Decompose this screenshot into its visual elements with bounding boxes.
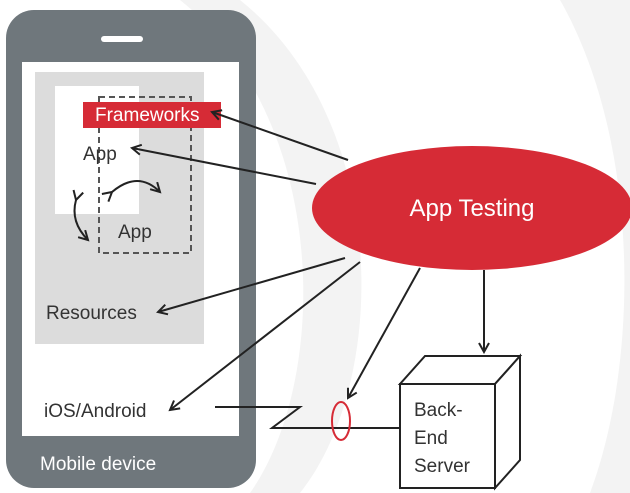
app-secondary-label: App: [118, 222, 152, 243]
server-label-line3: Server: [414, 456, 471, 477]
device-label: Mobile device: [40, 454, 156, 475]
frameworks-label: Frameworks: [95, 105, 200, 126]
server-cube-front: [399, 383, 496, 489]
frameworks-badge: [83, 102, 221, 128]
app-main-label: App: [83, 144, 117, 165]
network-link: [215, 401, 400, 441]
network-ring-icon: [331, 401, 351, 441]
arrow-to-resources: [158, 257, 346, 312]
curved-double-arrow-icon: [75, 180, 161, 240]
app-sandbox: Frameworks App App Resources: [35, 72, 221, 344]
arrow-to-app: [132, 148, 317, 185]
app-testing-label: App Testing: [410, 195, 535, 222]
network-line: [215, 406, 400, 429]
server-label-line1: Back-: [414, 400, 463, 421]
cube-icon: [397, 353, 523, 491]
app-testing-node: App Testing: [312, 146, 630, 270]
test-arrows: [132, 112, 484, 410]
phone-speaker: [101, 36, 143, 42]
os-label: iOS/Android: [44, 401, 146, 422]
app-secondary-box: [98, 96, 192, 254]
arrow-to-os: [170, 261, 361, 410]
app-testing-ellipse: [312, 146, 630, 270]
arrow-to-connection: [348, 267, 421, 398]
resources-label: Resources: [46, 303, 137, 324]
server-label-line2: End: [414, 428, 448, 449]
background-decoration: [180, 0, 630, 493]
arrow-to-frameworks: [212, 112, 349, 161]
